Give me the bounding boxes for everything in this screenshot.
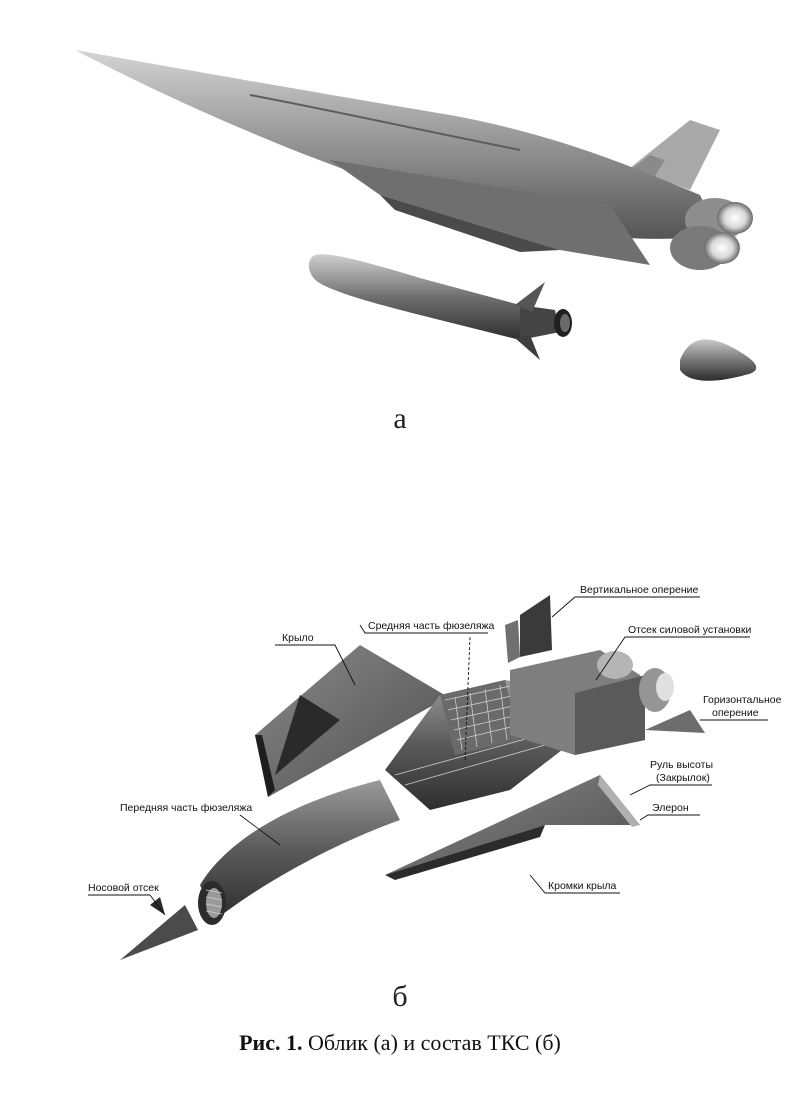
subfigure-label-b: б [392,980,408,1013]
front-ribs [205,889,223,915]
subfigure-label-a: а [393,402,407,435]
label-elevator-1: Руль высоты [650,759,713,771]
label-front-fuselage: Передняя часть фюзеляжа [120,802,252,814]
carrier-aircraft [75,50,753,270]
label-horizontal-tail-1: Горизонтальное [703,694,782,706]
label-wing-edges: Кромки крыла [548,880,616,892]
label-aileron: Элерон [652,802,689,814]
exploded-horizontal-tail [645,710,705,733]
rocket-stage [308,254,572,360]
label-vertical-tail: Вертикальное оперение [580,584,698,596]
caption-prefix: Рис. 1. [239,1030,303,1055]
nose-fairing [680,339,757,381]
exploded-vertical-tail [505,595,552,663]
callout-leaders [88,596,768,916]
label-mid-fuselage: Средняя часть фюзеляжа [368,620,495,632]
figure-b-exploded-view: Вертикальное оперение Отсек силовой уста… [88,584,782,960]
label-engine-bay: Отсек силовой установки [628,624,751,636]
exploded-right-wing [385,775,640,880]
caption-text: Облик (а) и состав ТКС (б) [308,1030,561,1055]
label-wing: Крыло [282,632,314,644]
exploded-engine-bay [510,650,674,755]
label-horizontal-tail-2: оперение [712,707,759,719]
exploded-front-fuselage [198,780,400,925]
label-elevator-2: (Закрылок) [656,772,710,784]
figure-a-render [75,50,757,381]
label-nose-section: Носовой отсек [88,882,159,894]
structural-lattice [394,684,546,786]
exploded-wing [255,645,448,797]
figure-caption: Рис. 1. Облик (а) и состав ТКС (б) [0,1030,800,1056]
